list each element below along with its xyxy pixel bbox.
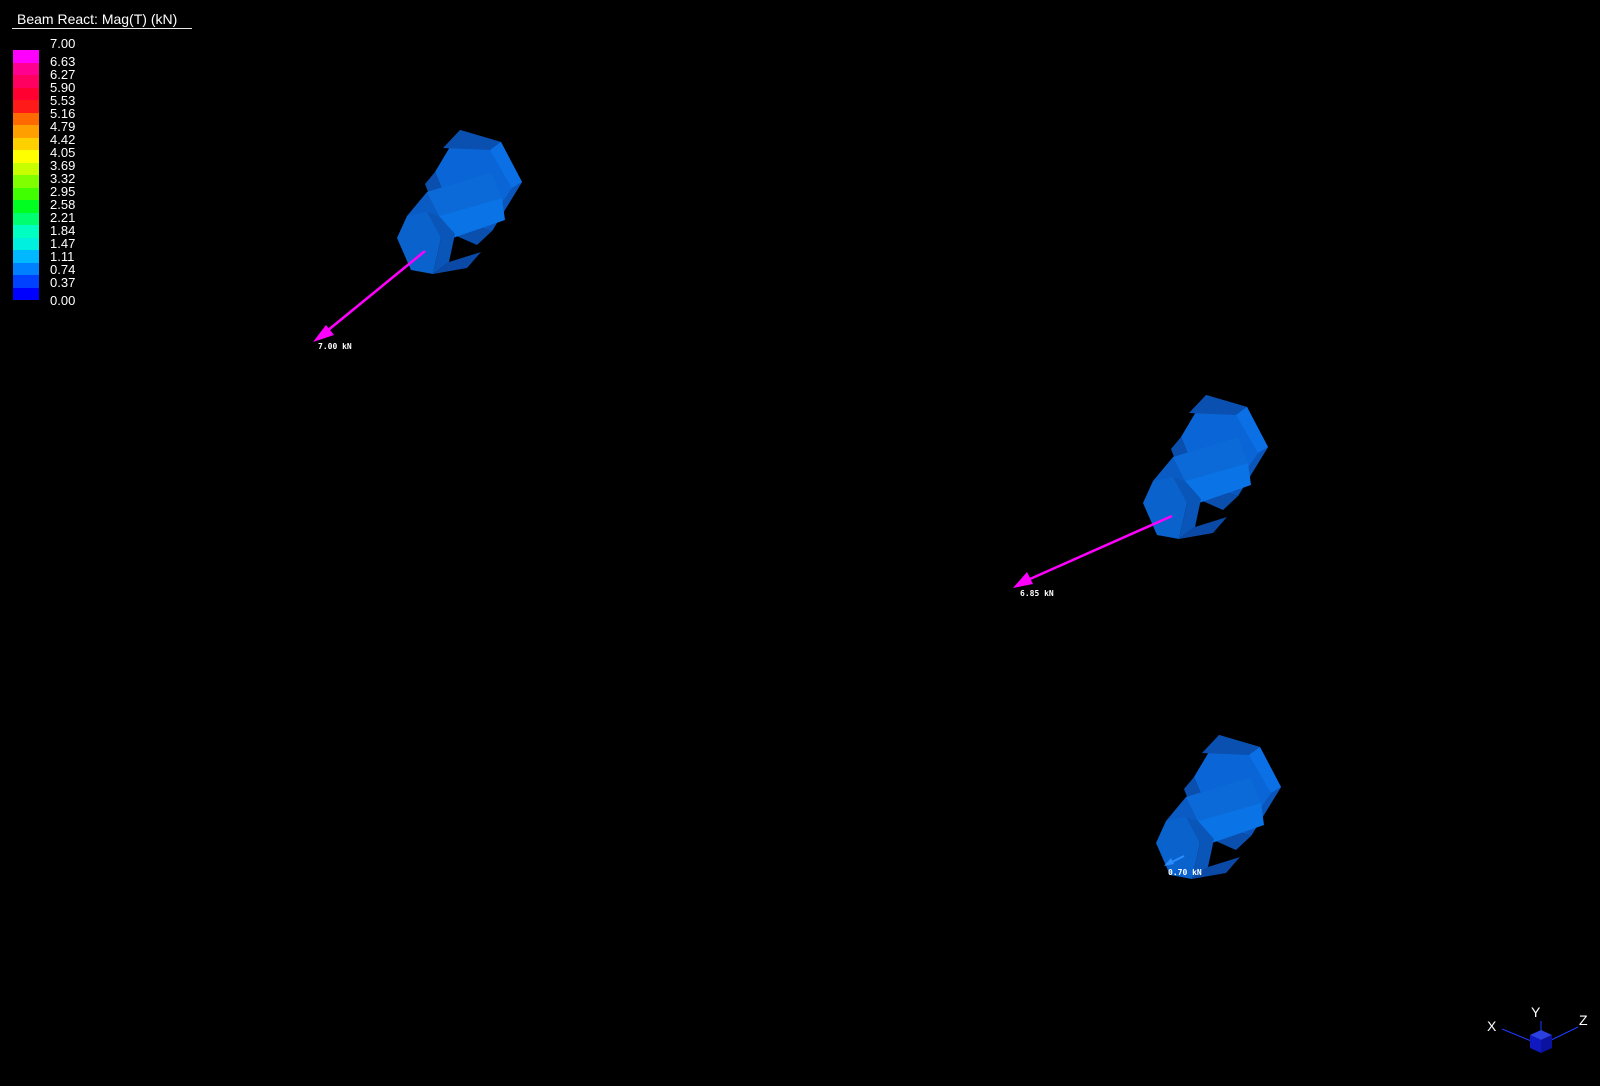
legend-color-bar <box>13 50 39 300</box>
legend-tick-16: 1.11 <box>50 249 75 264</box>
legend-band-9 <box>13 162 39 175</box>
reaction-arrow-3 <box>1164 855 1185 866</box>
legend-band-10 <box>13 175 39 188</box>
legend-band-2 <box>13 75 39 88</box>
legend-tick-12: 2.58 <box>50 197 76 212</box>
legend-title-underline <box>12 28 192 29</box>
legend-band-11 <box>13 187 39 200</box>
legend-band-15 <box>13 237 39 250</box>
legend-band-1 <box>13 62 39 75</box>
legend-band-18 <box>13 275 39 288</box>
legend-band-13 <box>13 212 39 225</box>
legend-tick-0: 7.00 <box>50 36 76 51</box>
legend-tick-10: 3.32 <box>50 171 76 186</box>
reaction-label-1: 7.00 kN <box>318 342 352 351</box>
legend-tick-6: 4.79 <box>50 119 76 134</box>
bolt-3[interactable] <box>1156 735 1281 879</box>
legend-tick-19: 0.00 <box>50 293 76 308</box>
legend-tick-14: 1.84 <box>50 223 76 238</box>
legend-tick-7: 4.42 <box>50 132 76 147</box>
legend-band-14 <box>13 225 39 238</box>
legend-tick-3: 5.90 <box>50 80 76 95</box>
legend-band-16 <box>13 250 39 263</box>
legend-tick-4: 5.53 <box>50 93 76 108</box>
triad-cube-icon <box>1530 1030 1552 1053</box>
legend-band-8 <box>13 150 39 163</box>
legend-band-0 <box>13 50 39 63</box>
reaction-arrow-1 <box>313 250 426 342</box>
legend-tick-8: 4.05 <box>50 145 76 160</box>
legend-tick-9: 3.69 <box>50 158 76 173</box>
bolt-1[interactable] <box>397 130 522 274</box>
legend-band-19 <box>13 287 39 300</box>
legend-band-5 <box>13 112 39 125</box>
legend-tick-1: 6.63 <box>50 54 76 69</box>
triad-z-label: Z <box>1579 1012 1588 1028</box>
legend-tick-18: 0.37 <box>50 275 76 290</box>
reaction-label-2: 6.85 kN <box>1020 589 1054 598</box>
legend-band-12 <box>13 200 39 213</box>
legend-tick-2: 6.27 <box>50 67 76 82</box>
orientation-triad: Y X Z <box>1487 1005 1588 1053</box>
legend-band-3 <box>13 87 39 100</box>
legend-tick-17: 0.74 <box>50 262 76 277</box>
bolt-2[interactable] <box>1143 395 1268 539</box>
legend-tick-11: 2.95 <box>50 184 76 199</box>
legend-title: Beam React: Mag(T) (kN) <box>17 11 178 27</box>
legend-tick-15: 1.47 <box>50 236 76 251</box>
reaction-arrow-2 <box>1013 514 1173 588</box>
legend-band-4 <box>13 100 39 113</box>
legend-band-17 <box>13 262 39 275</box>
legend-band-6 <box>13 125 39 138</box>
legend-tick-5: 5.16 <box>50 106 76 121</box>
legend-tick-13: 2.21 <box>50 210 76 225</box>
legend-band-7 <box>13 137 39 150</box>
triad-y-label: Y <box>1531 1005 1541 1020</box>
triad-x-label: X <box>1487 1018 1497 1034</box>
reaction-label-3: 0.70 kN <box>1168 868 1202 877</box>
